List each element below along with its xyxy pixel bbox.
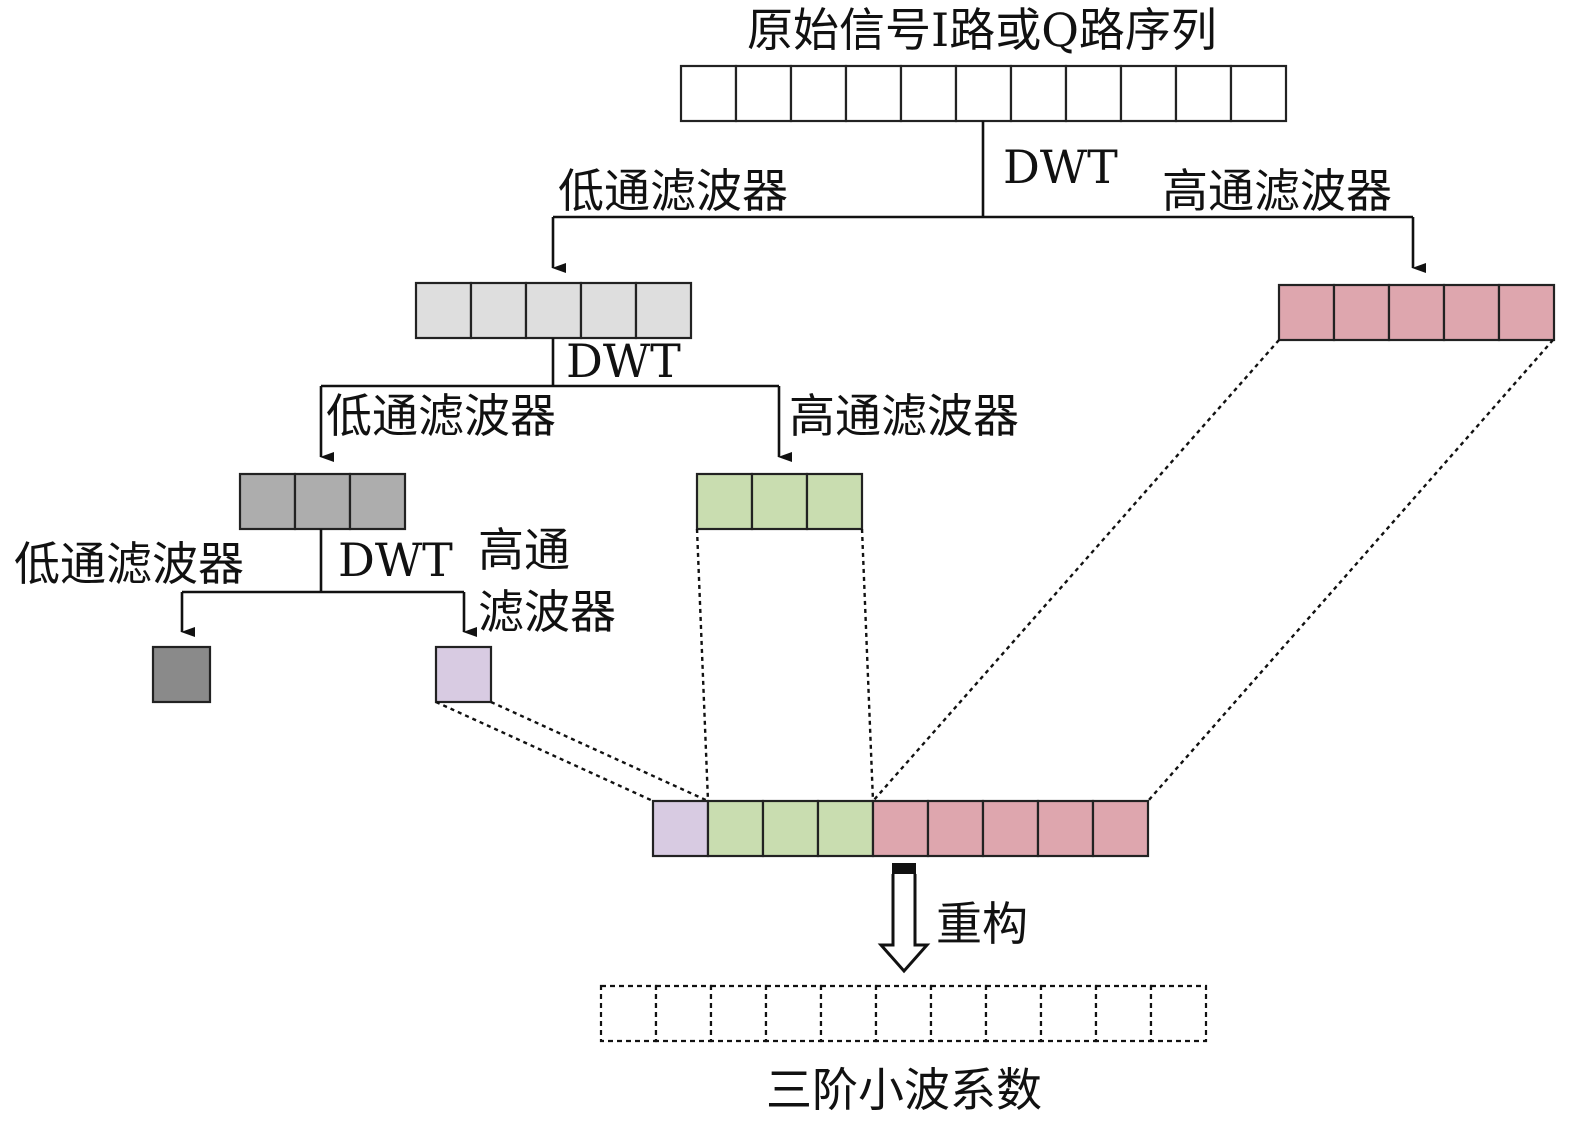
coefficient-cell [434,645,493,704]
coefficient-cell [348,472,407,531]
coefficient-cell [469,281,528,340]
coefficient-cell [734,64,793,123]
coefficient-cell [789,64,848,123]
low-pass-label-1: 低通滤波器 [558,164,788,218]
dwt-label-3: DWT [338,533,453,587]
low-pass-label-2: 低通滤波器 [326,389,556,443]
coefficient-cell [816,799,875,858]
level1-detail-coeffs [1277,283,1556,342]
coefficient-cell [981,799,1040,858]
coefficient-cell [651,799,710,858]
coefficient-cell [524,281,583,340]
coefficient-cell [679,64,738,123]
coefficient-cell [695,472,754,531]
coefficient-cell [1442,283,1501,342]
coefficient-cell [1091,799,1150,858]
arrow-cap [892,863,916,874]
coefficient-cell [984,984,1043,1043]
coefficient-cell [1094,984,1153,1043]
level3-detail-coeff [434,645,493,704]
projection-line [1147,339,1554,802]
coefficient-cell [1387,283,1446,342]
high-pass-label-2: 高通滤波器 [789,389,1019,443]
coefficient-cell [1497,283,1556,342]
high-pass-label-1: 高通滤波器 [1162,164,1392,218]
coefficient-cell [1332,283,1391,342]
coefficient-cell [1039,984,1098,1043]
coefficient-cell [805,472,864,531]
coefficient-cell [151,645,212,704]
coefficient-cell [819,984,878,1043]
coefficient-cell [1174,64,1233,123]
coefficient-cell [871,799,930,858]
projection-line [490,700,709,803]
high-pass-label-3-line1: 高通 [478,523,570,577]
coefficient-cell [414,281,473,340]
projection-line [695,528,710,802]
high-pass-label-3-line2: 滤波器 [478,585,616,639]
coefficient-cell [579,281,638,340]
projection-line [435,700,654,803]
coefficient-cell [874,984,933,1043]
projection-line [860,528,875,802]
coefficient-cell [954,64,1013,123]
coefficient-cell [1277,283,1336,342]
reconstructed-sequence [599,984,1208,1043]
coefficient-cell [899,64,958,123]
coefficient-cell [1064,64,1123,123]
low-pass-label-3: 低通滤波器 [14,537,244,591]
dwt-label-1: DWT [1003,140,1118,194]
coefficient-cell [1009,64,1068,123]
reconstruct-arrow [877,874,931,974]
coefficient-cell [654,984,713,1043]
projection-line [872,339,1280,802]
coefficient-cell [706,799,765,858]
coefficient-cell [1229,64,1288,123]
dwt-label-2: DWT [566,334,681,388]
result-label: 三阶小波系数 [766,1063,1042,1117]
coefficient-cell [844,64,903,123]
coefficient-cell [929,984,988,1043]
coefficient-cell [1119,64,1178,123]
coefficient-cell [293,472,352,531]
coefficient-cell [1149,984,1208,1043]
coefficient-cell [750,472,809,531]
coefficient-cell [709,984,768,1043]
concatenated-coeffs [651,799,1150,858]
original-sequence [679,64,1288,123]
level1-approx-coeffs [414,281,693,340]
coefficient-cell [634,281,693,340]
reconstruct-label: 重构 [936,897,1028,951]
level2-approx-coeffs [238,472,407,531]
coefficient-cell [599,984,658,1043]
coefficient-cell [1036,799,1095,858]
level2-detail-coeffs [695,472,864,531]
level3-approx-coeff [151,645,212,704]
coefficient-cell [761,799,820,858]
coefficient-cell [238,472,297,531]
diagram-title: 原始信号I路或Q路序列 [747,3,1217,57]
coefficient-cell [764,984,823,1043]
coefficient-cell [926,799,985,858]
